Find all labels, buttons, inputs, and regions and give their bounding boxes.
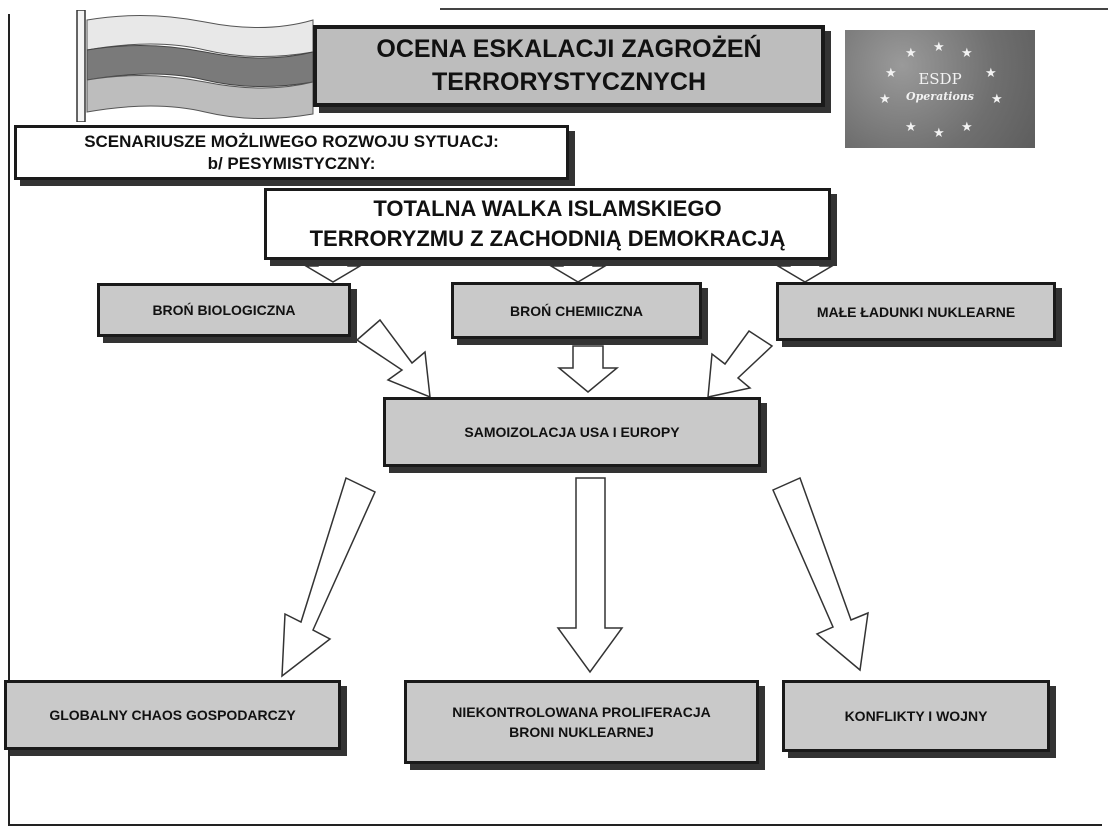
badge-line-2: Operations <box>906 90 974 103</box>
threat-chemical: BROŃ CHEMIICZNA <box>451 282 702 339</box>
threat-biological-label: BROŃ BIOLOGICZNA <box>152 302 296 318</box>
scenario-line-1: SCENARIUSZE MOŻLIWEGO ROZWOJU SYTUACJ: <box>84 131 499 151</box>
main-line-1: TOTALNA WALKA ISLAMSKIEGO <box>373 196 722 221</box>
main-scenario-box: TOTALNA WALKA ISLAMSKIEGO TERRORYZMU Z Z… <box>264 188 831 260</box>
badge-line-1: ESDP <box>918 70 962 88</box>
outcome-conflicts: KONFLIKTY I WOJNY <box>782 680 1050 752</box>
center-isolation: SAMOIZOLACJA USA I EUROPY <box>383 397 761 467</box>
title-line-2: TERRORYSTYCZNYCH <box>431 68 707 96</box>
scenario-label: SCENARIUSZE MOŻLIWEGO ROZWOJU SYTUACJ: b… <box>14 125 569 180</box>
star-icon: ★ <box>905 45 917 60</box>
star-icon: ★ <box>879 91 891 106</box>
arrow-nuclear-to-center <box>707 329 774 398</box>
arrow-chemical-to-center <box>556 345 620 393</box>
star-icon: ★ <box>961 119 973 134</box>
center-isolation-label: SAMOIZOLACJA USA I EUROPY <box>464 424 680 440</box>
star-icon: ★ <box>991 91 1003 106</box>
arrow-biological-to-center <box>355 318 431 399</box>
threat-biological: BROŃ BIOLOGICZNA <box>97 283 351 337</box>
outcome-conflicts-label: KONFLIKTY I WOJNY <box>844 708 988 724</box>
star-icon: ★ <box>885 65 897 80</box>
flag-icon <box>76 10 314 122</box>
star-icon: ★ <box>961 45 973 60</box>
slide-frame <box>8 14 1102 826</box>
arrow-center-to-chaos <box>281 476 376 678</box>
star-icon: ★ <box>985 65 997 80</box>
arrow-center-to-proliferation <box>556 477 624 674</box>
outcome-proliferation-line-2: BRONI NUKLEARNEJ <box>509 724 654 740</box>
outcome-chaos-label: GLOBALNY CHAOS GOSPODARCZY <box>49 707 296 723</box>
threat-nuclear-label: MAŁE ŁADUNKI NUKLEARNE <box>816 303 1016 320</box>
top-rule <box>440 8 1108 10</box>
esdp-logo: ★ ★ ★ ★ ★ ★ ★ ★ ★ ★ ESDP Operations <box>845 30 1035 148</box>
scenario-line-2: b/ PESYMISTYCZNY: <box>207 153 376 173</box>
main-line-2: TERRORYZMU Z ZACHODNIĄ DEMOKRACJĄ <box>309 226 786 251</box>
page-title: OCENA ESKALACJI ZAGROŻEŃ TERRORYSTYCZNYC… <box>313 25 825 107</box>
star-icon: ★ <box>933 125 945 140</box>
threat-chemical-label: BROŃ CHEMIICZNA <box>510 302 643 319</box>
outcome-proliferation-line-1: NIEKONTROLOWANA PROLIFERACJA <box>452 704 711 720</box>
outcome-proliferation: NIEKONTROLOWANA PROLIFERACJA BRONI NUKLE… <box>404 680 759 764</box>
outcome-chaos: GLOBALNY CHAOS GOSPODARCZY <box>4 680 341 750</box>
star-icon: ★ <box>905 119 917 134</box>
star-icon: ★ <box>933 39 945 54</box>
title-line-1: OCENA ESKALACJI ZAGROŻEŃ <box>376 35 762 63</box>
arrow-center-to-conflicts <box>772 476 869 672</box>
threat-nuclear: MAŁE ŁADUNKI NUKLEARNE <box>776 282 1056 341</box>
